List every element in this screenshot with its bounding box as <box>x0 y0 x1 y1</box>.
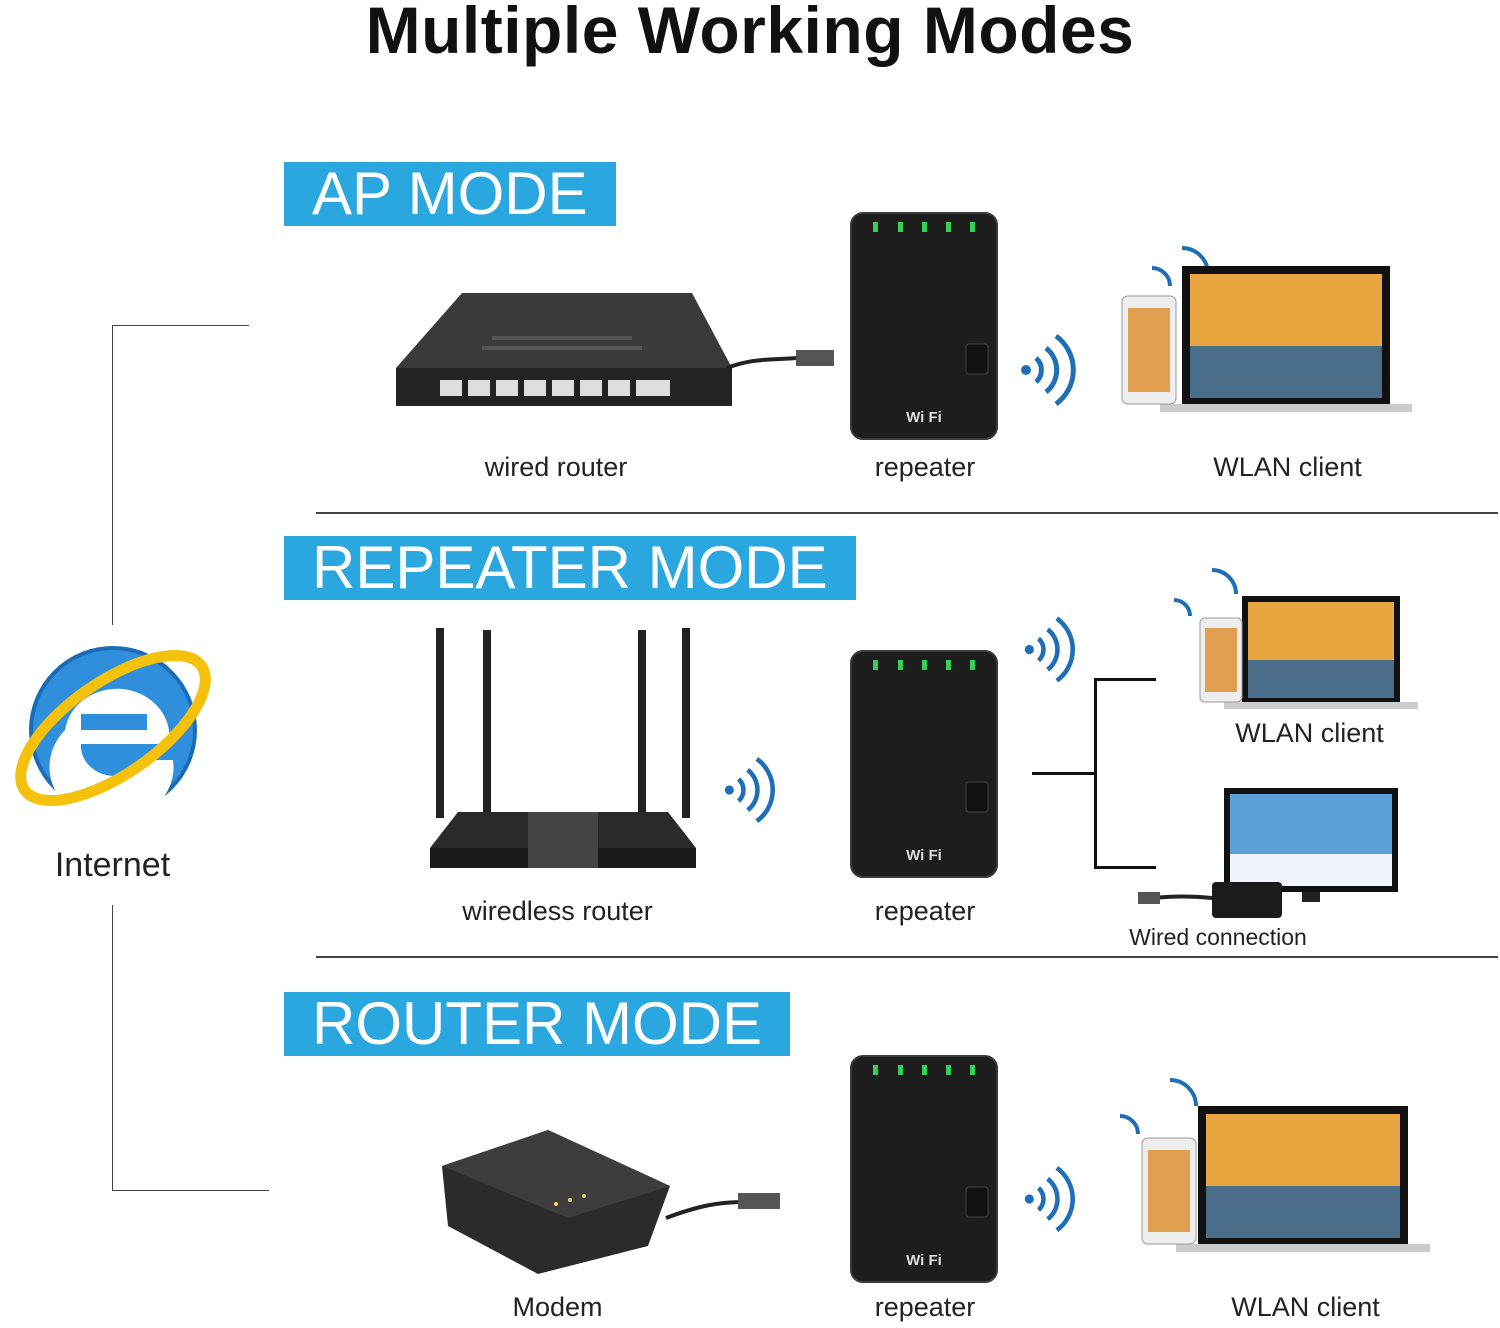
connection-line <box>1094 866 1156 869</box>
repeater-device-image: Wi Fi <box>850 212 998 440</box>
wlan-client-image <box>1106 1068 1436 1258</box>
ap-mode-banner: AP MODE <box>284 162 616 226</box>
internet-bracket-top <box>112 325 249 326</box>
svg-text:Wi Fi: Wi Fi <box>906 409 942 426</box>
repeater-device-image: Wi Fi <box>850 1055 998 1283</box>
wlan-client-label: WLAN client <box>1231 1292 1380 1322</box>
repeater-label: repeater <box>874 452 976 482</box>
router-mode-banner: ROUTER MODE <box>284 992 790 1056</box>
svg-text:Wi Fi: Wi Fi <box>906 847 942 864</box>
internet-explorer-icon <box>5 628 220 828</box>
repeater-device-image: Wi Fi <box>850 650 998 878</box>
wireless-router-label: wiredless router <box>462 896 653 926</box>
tv-wired-client-image <box>1132 786 1402 921</box>
wifi-signal-icon <box>1022 1160 1077 1238</box>
repeater-mode-banner: REPEATER MODE <box>284 536 856 600</box>
connection-line <box>1094 678 1097 868</box>
repeater-label: repeater <box>874 1292 976 1322</box>
internet-bracket-bottom <box>112 1190 269 1191</box>
wlan-client-label: WLAN client <box>1213 452 1362 482</box>
wlan-client-image <box>1160 564 1425 714</box>
modem-label: Modem <box>512 1292 603 1322</box>
internet-bracket-upper <box>112 325 113 625</box>
internet-bracket-lower <box>112 905 113 1190</box>
wireless-router-image <box>428 626 698 876</box>
wifi-signal-icon <box>722 750 777 830</box>
wired-connection-label: Wired connection <box>1129 924 1307 950</box>
repeater-label: repeater <box>874 896 976 926</box>
connection-line <box>1094 678 1156 681</box>
svg-text:Wi Fi: Wi Fi <box>906 1252 942 1269</box>
connection-line <box>1032 772 1094 775</box>
wired-router-label: wired router <box>484 452 628 482</box>
wifi-signal-icon <box>1018 330 1078 410</box>
modem-image <box>438 1126 788 1276</box>
internet-label: Internet <box>54 846 171 884</box>
wifi-signal-icon <box>1022 612 1077 687</box>
wlan-client-label: WLAN client <box>1235 718 1384 748</box>
section-divider <box>316 956 1498 958</box>
wired-router-image <box>392 288 842 413</box>
section-divider <box>316 512 1498 514</box>
page-title: Multiple Working Modes <box>365 0 1135 67</box>
wlan-client-image <box>1090 226 1420 416</box>
